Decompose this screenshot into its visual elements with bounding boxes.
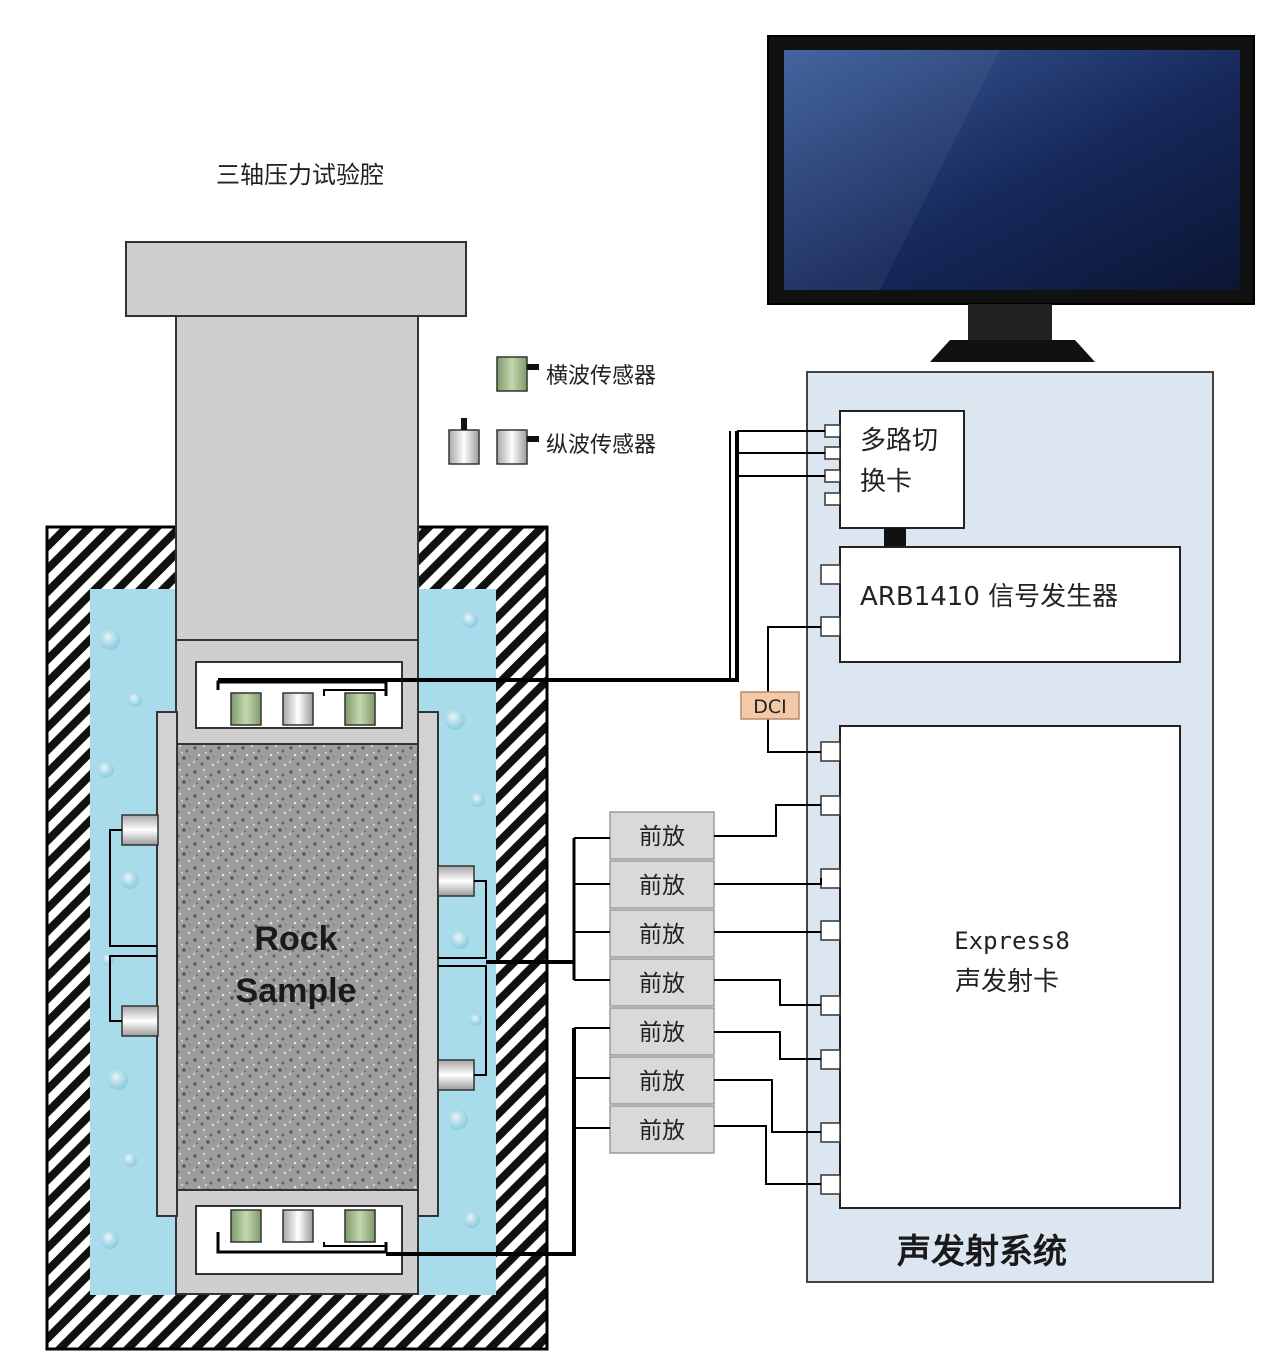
ae-card-label: Express8 [954, 927, 1070, 955]
shear-sensor-icon [496, 356, 528, 392]
shear-sensor-icon [344, 692, 376, 726]
rock-sample [176, 743, 419, 1191]
longitudinal-sensor-icon [282, 692, 314, 726]
bottom-sensors [216, 1209, 388, 1254]
preamp-label: 前放 [639, 1069, 685, 1095]
preamp-label: 前放 [639, 1020, 685, 1046]
ae-card-label-2: 声发射卡 [955, 967, 1059, 997]
left-membrane [156, 711, 178, 1217]
dci-label: DCI [753, 696, 787, 718]
ae-system-label: 声发射系统 [897, 1232, 1067, 1272]
shear-sensor-icon [344, 1209, 376, 1243]
wiring-preamp-in [386, 837, 610, 1256]
longitudinal-sensor-icon [448, 429, 480, 465]
multiplexer-label-2: 换卡 [860, 467, 912, 497]
rock-sample-label-2: Sample [236, 972, 357, 1010]
multiplexer-label: 多路切 [860, 426, 938, 456]
shear-sensor-icon [230, 1209, 262, 1243]
longitudinal-sensor-icon [496, 429, 528, 465]
wiring-top [218, 430, 825, 682]
legend-longitudinal-label: 纵波传感器 [546, 433, 656, 458]
legend-shear-label: 横波传感器 [546, 364, 656, 389]
preamp-box [609, 1105, 715, 1154]
wiring-dci [767, 626, 821, 753]
legend: 横波传感器 纵波传感器 [448, 356, 656, 465]
ae-card [839, 725, 1181, 1209]
rock-sample-label: Rock [254, 920, 337, 958]
dci-box [740, 691, 800, 720]
longitudinal-sensor-icon [121, 814, 159, 846]
ports [820, 424, 841, 1195]
preamp-label: 前放 [639, 873, 685, 899]
right-membrane [417, 711, 439, 1217]
preamp-box [609, 909, 715, 958]
preamp-box [609, 1007, 715, 1056]
signal-generator [839, 546, 1181, 663]
multiplexer-card [839, 410, 965, 529]
longitudinal-sensor-icon [121, 1005, 159, 1037]
preamp-label: 前放 [639, 1118, 685, 1144]
left-side-sensors [109, 814, 159, 1037]
longitudinal-sensor-icon [282, 1209, 314, 1243]
piston-rod [175, 315, 419, 641]
longitudinal-sensor-icon [437, 865, 475, 897]
chamber-title: 三轴压力试验腔 [216, 161, 384, 189]
shear-sensor-icon [230, 692, 262, 726]
preamp-box [609, 860, 715, 909]
monitor [767, 35, 1255, 362]
wiring-preamp-out [714, 804, 822, 1185]
preamp-box [609, 958, 715, 1007]
fluid-droplets [98, 612, 485, 1249]
signal-generator-label: ARB1410 信号发生器 [860, 582, 1118, 612]
preamp-box [609, 811, 715, 860]
longitudinal-sensor-icon [437, 1059, 475, 1091]
preamp-label: 前放 [639, 971, 685, 997]
preamp-label: 前放 [639, 922, 685, 948]
piston-cap [125, 241, 467, 317]
right-side-sensors [437, 865, 487, 1091]
preamp-label: 前放 [639, 824, 685, 850]
